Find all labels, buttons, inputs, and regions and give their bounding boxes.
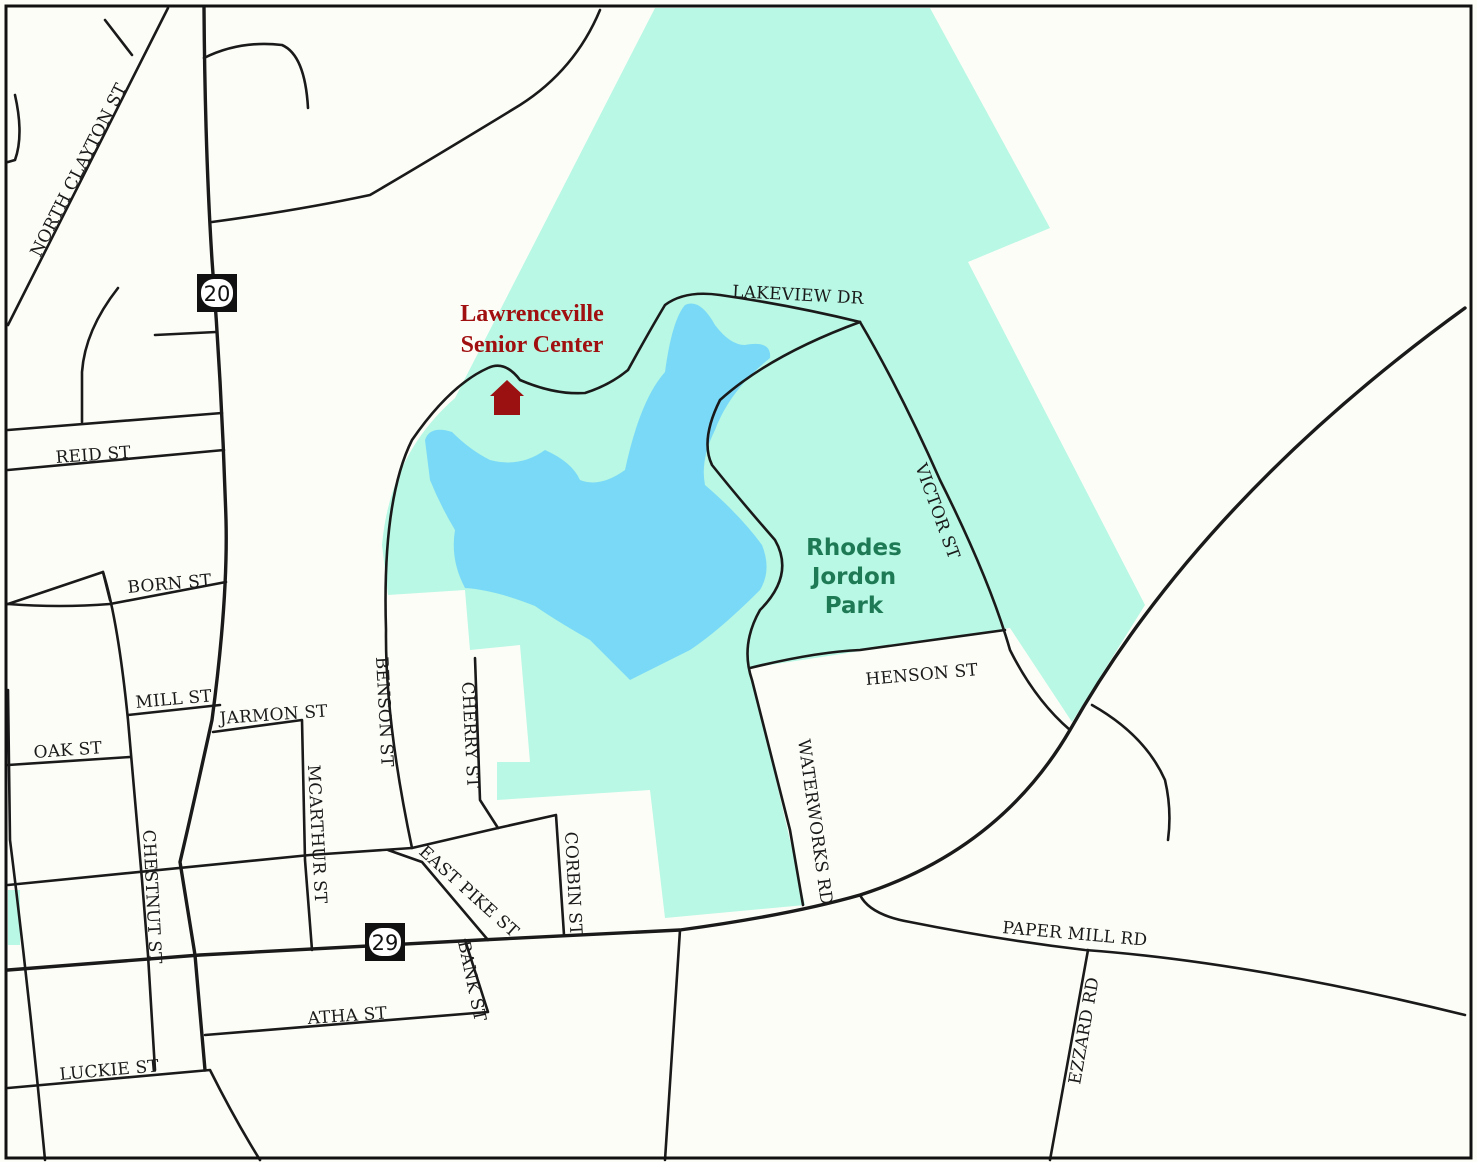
- street-label-cherry: CHERRY ST: [457, 681, 483, 789]
- street-label-paper-mill: PAPER MILL RD: [1002, 918, 1149, 951]
- street-label-mill: MILL ST: [135, 686, 213, 713]
- route-20-shield[interactable]: 20: [197, 274, 237, 312]
- route-29-shield[interactable]: 29: [365, 923, 405, 961]
- lake: [425, 303, 771, 680]
- road-network: [6, 6, 1467, 1162]
- street-label-born: BORN ST: [127, 571, 213, 598]
- park-label-line2[interactable]: Jordon: [810, 564, 896, 590]
- street-label-north-clayton: NORTH CLAYTON ST: [27, 80, 132, 260]
- senior-center-label-line1[interactable]: Lawrenceville: [460, 301, 604, 327]
- street-label-bank: BANK ST: [453, 939, 490, 1024]
- route-29-shield-text: 29: [372, 931, 399, 955]
- street-label-ezzard: EZZARD RD: [1065, 976, 1104, 1086]
- street-label-chestnut: CHESTNUT ST: [138, 829, 165, 965]
- street-label-atha: ATHA ST: [306, 1003, 388, 1029]
- street-label-reid: REID ST: [55, 443, 132, 468]
- street-label-east-pike: EAST PIKE ST: [415, 842, 523, 942]
- route-29-road: [6, 306, 1467, 972]
- street-label-luckie: LUCKIE ST: [59, 1056, 161, 1085]
- house-icon[interactable]: [490, 380, 524, 415]
- map-border: [4, 4, 1473, 1160]
- route-20-shield-text: 20: [204, 282, 231, 306]
- street-label-oak: OAK ST: [33, 738, 103, 763]
- route-20-road: [178, 6, 228, 1072]
- street-label-benson: BENSON ST: [371, 656, 397, 768]
- senior-center-label-line2[interactable]: Senior Center: [461, 332, 604, 358]
- park-label-line1[interactable]: Rhodes: [806, 535, 902, 561]
- street-label-jarmon: JARMON ST: [217, 701, 329, 729]
- park-label-line3[interactable]: Park: [825, 593, 884, 619]
- street-label-henson: HENSON ST: [865, 660, 980, 690]
- park-area: [382, 8, 1145, 918]
